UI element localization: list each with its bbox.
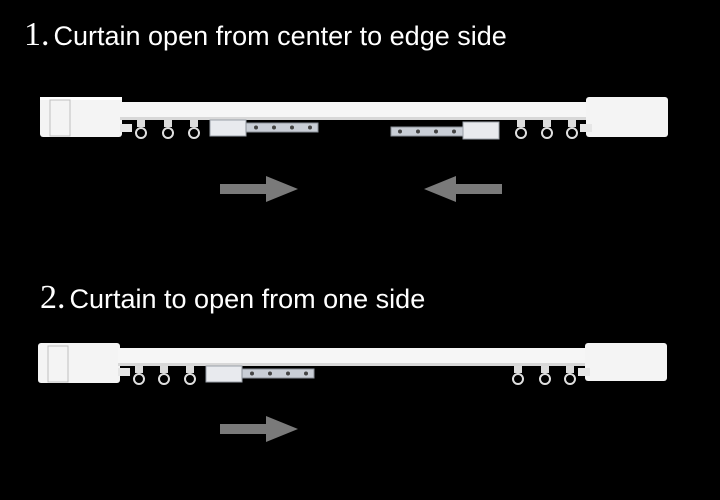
curtain-rail-one-side-open <box>38 343 667 385</box>
rail-track <box>120 102 590 119</box>
curtain-rail-center-open <box>40 97 668 140</box>
curtain-hook-icon <box>162 120 174 139</box>
curtain-hook-icon <box>512 366 524 385</box>
left-end-cap <box>38 343 130 383</box>
section-2-number: 2. <box>40 279 66 316</box>
section-1-number: 1. <box>24 16 50 53</box>
section-1-heading: 1. Curtain open from center to edge side <box>24 16 507 54</box>
curtain-hook-icon <box>135 120 147 139</box>
curtain-hook-icon <box>158 366 170 385</box>
section-2-heading: 2. Curtain to open from one side <box>40 279 425 317</box>
left-end-cap <box>40 97 132 137</box>
curtain-hook-icon <box>539 366 551 385</box>
section-1-caption: Curtain open from center to edge side <box>53 21 507 51</box>
curtain-hook-icon <box>566 120 578 139</box>
right-master-carrier <box>390 121 500 140</box>
curtain-hook-icon <box>133 366 145 385</box>
right-end-cap <box>578 343 667 381</box>
right-end-cap <box>580 97 668 137</box>
arrow-right-icon <box>220 416 298 442</box>
curtain-hook-icon <box>184 366 196 385</box>
curtain-hook-icon <box>515 120 527 139</box>
curtain-hook-icon <box>541 120 553 139</box>
section-2-caption: Curtain to open from one side <box>69 284 426 314</box>
curtain-hook-icon <box>564 366 576 385</box>
arrow-right-icon <box>220 176 298 202</box>
left-master-carrier <box>209 119 319 137</box>
curtain-hook-icon <box>188 120 200 139</box>
rail-track <box>118 348 588 365</box>
master-carrier <box>205 365 315 383</box>
arrow-left-icon <box>424 176 502 202</box>
